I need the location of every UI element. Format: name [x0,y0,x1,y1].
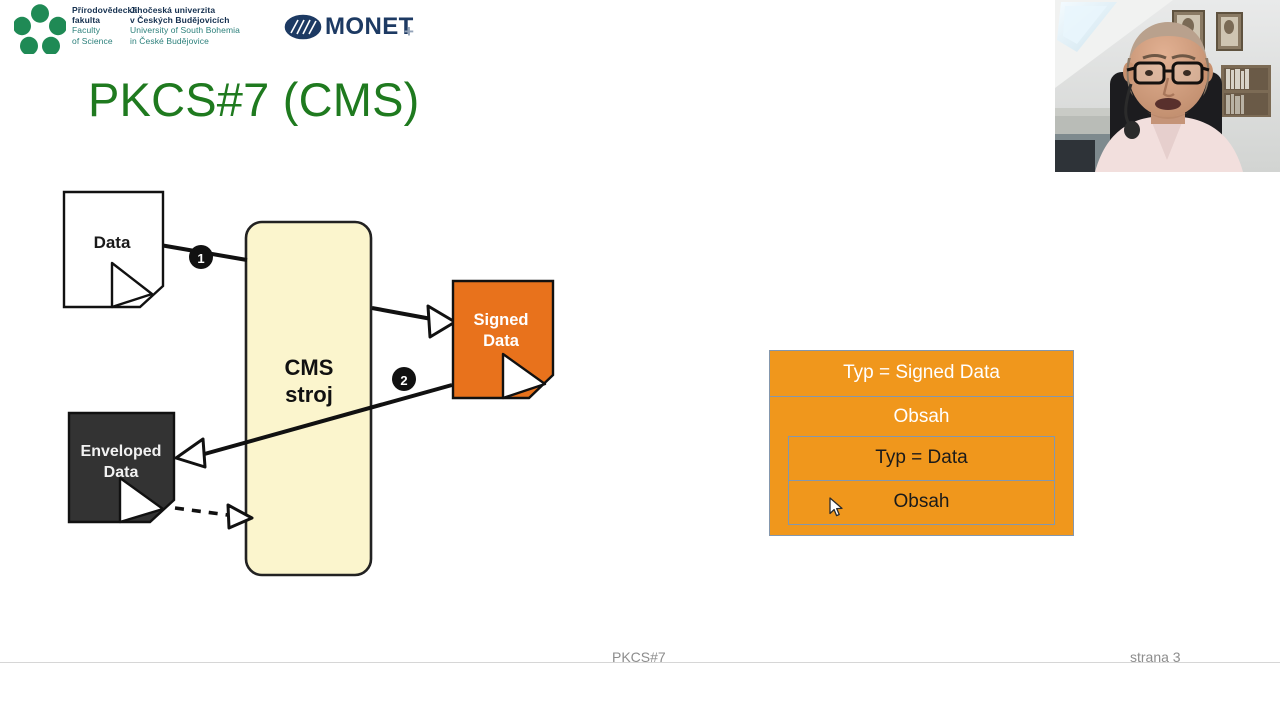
faculty-cz-line2: fakulta [72,15,101,26]
footer-deck-name: PKCS#7 [612,649,666,665]
page-title: PKCS#7 (CMS) [88,73,420,126]
university-flower-logo [13,4,67,56]
svg-text:1: 1 [197,251,204,266]
faculty-en-line2: of Science [72,35,113,46]
footer-page-number: strana 3 [1130,649,1181,665]
structure-inner-block: Typ = Data Obsah [788,436,1055,525]
university-en-line1: University of South Bohemia [130,25,240,36]
cms-engine-label-line2: stroj [285,382,333,407]
cms-engine-label-line1: CMS [285,355,334,380]
structure-outer-type: Typ = Signed Data [770,351,1073,397]
edge-signed-to-enveloped [189,383,453,460]
university-cz-line1: Jihočeská univerzita [130,5,216,15]
faculty-cz-line1: Přírodovědecká [72,5,138,15]
signed-data-label-line1: Signed [473,311,528,329]
structure-outer-content: Obsah Typ = Data Obsah [770,397,1073,535]
signed-data-node: Signed Data [451,279,555,400]
data-document-label: Data [94,233,131,252]
arrowhead-signed-to-enveloped [174,437,207,469]
step-marker-1: 1 [189,245,213,269]
enveloped-data-label-line2: Data [104,464,139,481]
enveloped-data-node: Enveloped Data [67,411,176,524]
structure-outer-content-label: Obsah [893,406,950,427]
structure-inner-content: Obsah [789,481,1054,524]
monet-oval-emblem [283,13,323,41]
signed-data-structure-table: Typ = Signed Data Obsah Typ = Data Obsah [769,350,1074,536]
enveloped-data-label-line1: Enveloped [81,443,162,460]
header-logo-bar: Přírodovědecká fakulta Faculty of Scienc… [0,0,1050,60]
signed-data-label-line2: Data [483,332,520,350]
cms-flow-diagram: Data Signed Data Enveloped Data CMS stro… [0,170,640,600]
step-marker-2: 2 [392,367,416,391]
presenter-video-feed[interactable] [1055,0,1280,172]
faculty-en-line1: Faculty [72,25,101,36]
structure-inner-type: Typ = Data [789,437,1054,481]
slide-footer: PKCS#7 strana 3 [0,649,1280,720]
arrowhead-enveloped-to-cms [226,503,254,530]
monet-plus-mark: + [404,22,414,41]
data-document-node: Data [62,190,165,309]
svg-text:2: 2 [400,373,407,388]
monet-wordmark: MONET [325,13,414,40]
cms-engine-node [244,220,373,577]
arrowhead-cms-to-signed [426,304,457,339]
monet-partner-logo: MONET + [283,12,418,44]
university-cz-line2: v Českých Budějovicích [130,15,230,26]
university-en-line2: in České Budějovice [130,35,209,46]
